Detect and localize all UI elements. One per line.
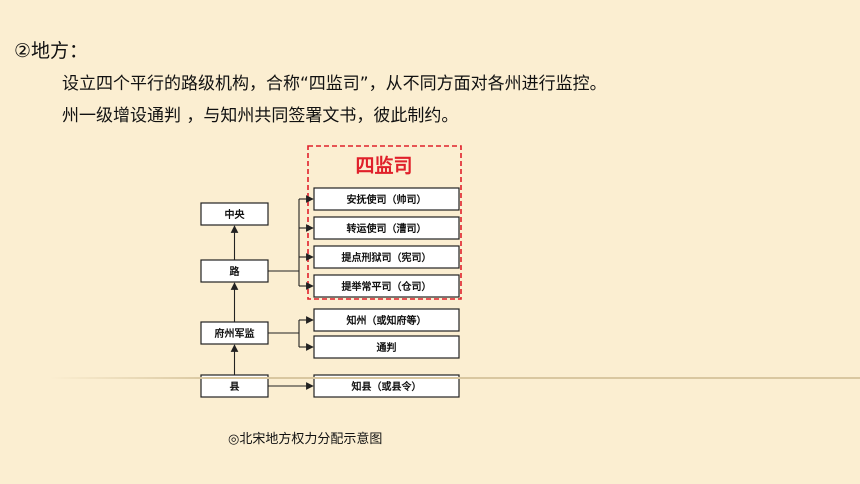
- node-anfushisi: 安抚使司（帅司）: [313, 187, 460, 211]
- sijiansi-group-label: 四监司: [355, 154, 412, 177]
- node-fuzhoujunjian: 府州军监: [200, 321, 269, 345]
- svg-text:安抚使司（帅司）: 安抚使司（帅司）: [347, 193, 427, 206]
- svg-text:县: 县: [230, 381, 240, 393]
- svg-text:提点刑狱司（宪司）: 提点刑狱司（宪司）: [342, 251, 432, 264]
- paragraph-2: 州一级增设通判 ，与知州共同签署文书，彼此制约。: [62, 106, 459, 126]
- section-heading: ②地方：: [14, 40, 89, 62]
- divider-line: [50, 377, 860, 379]
- diagram-caption: ◎北宋地方权力分配示意图: [228, 432, 383, 447]
- svg-text:转运使司（漕司）: 转运使司（漕司）: [347, 222, 427, 235]
- connector-fuzhou-to-officials: [268, 316, 314, 351]
- node-lu: 路: [200, 259, 269, 283]
- svg-text:中央: 中央: [225, 208, 246, 221]
- node-zhixian: 知县（或县令）: [313, 374, 460, 398]
- node-tongpan: 通判: [313, 335, 460, 359]
- node-central: 中央: [200, 202, 269, 226]
- svg-text:通判: 通判: [377, 341, 397, 354]
- node-tidianxingyusi: 提点刑狱司（宪司）: [313, 245, 460, 269]
- node-zhuanyunshisi: 转运使司（漕司）: [313, 216, 460, 240]
- svg-text:知州（或知府等）: 知州（或知府等）: [346, 314, 427, 327]
- svg-text:路: 路: [230, 265, 241, 278]
- node-zhizhou: 知州（或知府等）: [313, 308, 460, 332]
- svg-text:知县（或县令）: 知县（或县令）: [351, 380, 422, 393]
- node-tijuchangpingsi: 提举常平司（仓司）: [313, 274, 460, 298]
- sijiansi-group-border: [307, 145, 462, 300]
- svg-text:府州军监: 府州军监: [215, 327, 255, 340]
- connector-lu-to-jiansi: [268, 195, 314, 290]
- paragraph-1: 设立四个平行的路级机构，合称“四监司”，从不同方面对各州进行监控。: [62, 74, 607, 94]
- svg-text:提举常平司（仓司）: 提举常平司（仓司）: [342, 280, 432, 293]
